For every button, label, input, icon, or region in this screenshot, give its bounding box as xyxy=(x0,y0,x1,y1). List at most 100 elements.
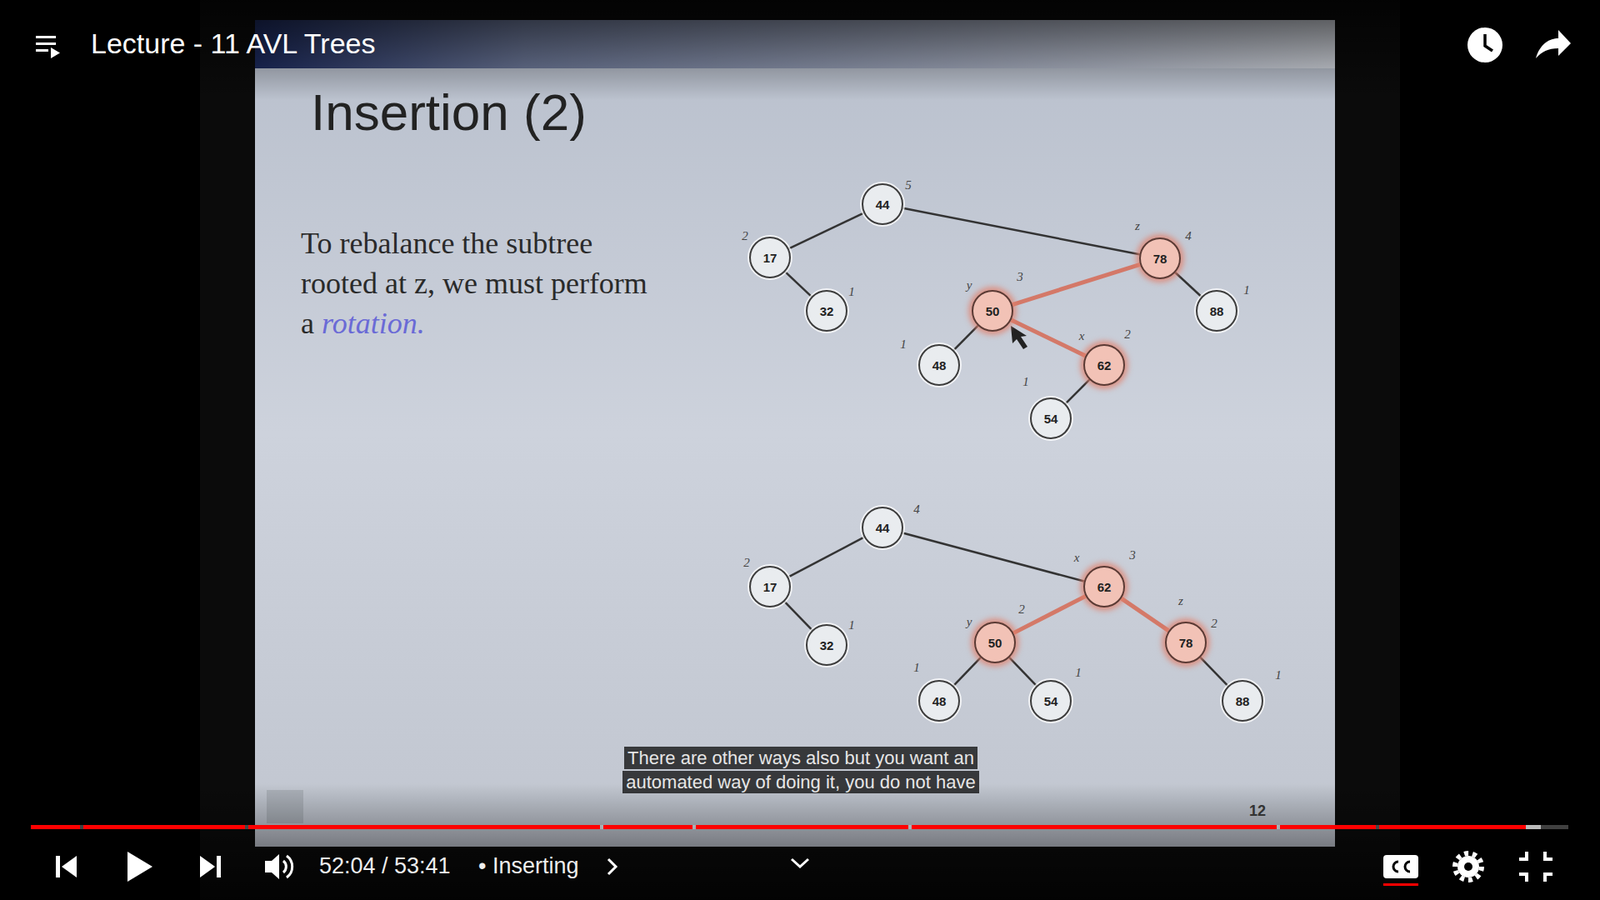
node-key: 17 xyxy=(763,250,778,265)
node-key: 62 xyxy=(1097,358,1112,373)
subtitle-text: There are other ways also but you want a… xyxy=(622,746,980,794)
bottom-shade xyxy=(0,783,1600,900)
clock-face xyxy=(1467,27,1503,63)
tree-edge xyxy=(953,657,980,686)
height-label: 1 xyxy=(1022,375,1030,390)
height-label: x xyxy=(1074,550,1080,565)
height-label: 1 xyxy=(900,337,907,352)
tree-node: 62 xyxy=(1083,344,1125,386)
height-label: 3 xyxy=(1129,548,1136,563)
node-key: 50 xyxy=(988,635,1003,650)
cc-glyph xyxy=(1405,861,1410,872)
tree-node: 62 xyxy=(1083,565,1125,608)
progress-segment xyxy=(911,825,1277,830)
volume-wave xyxy=(283,860,286,873)
rotation-edge xyxy=(1010,320,1085,356)
height-label: y xyxy=(966,278,973,293)
menu-play xyxy=(50,47,60,59)
node-key: 44 xyxy=(875,197,890,212)
player-controls xyxy=(55,851,1553,886)
height-label: 4 xyxy=(913,502,920,517)
height-label: 4 xyxy=(1185,229,1192,244)
node-key: 78 xyxy=(1153,251,1168,266)
subtitle-box: There are other ways also but you want a… xyxy=(584,745,1018,795)
tree-edge xyxy=(1009,657,1036,686)
prev-bar xyxy=(55,855,60,878)
tree-node: 32 xyxy=(805,624,848,666)
volume-icon xyxy=(265,854,280,880)
menu-line xyxy=(35,42,56,45)
height-label: 2 xyxy=(1210,616,1218,631)
corner xyxy=(1519,851,1527,860)
tree-node: 54 xyxy=(1030,680,1072,722)
expand-chevron xyxy=(791,859,809,867)
tree-node: 88 xyxy=(1195,290,1238,332)
height-label: 1 xyxy=(913,660,920,675)
tree-node: 17 xyxy=(749,236,791,279)
progress-segment xyxy=(248,825,600,830)
next-icon xyxy=(200,855,215,878)
volume-wave xyxy=(286,855,293,878)
tree-edge xyxy=(1065,380,1090,405)
tree-edge xyxy=(789,213,865,250)
height-label: 1 xyxy=(848,618,855,633)
height-label: y xyxy=(966,615,973,630)
height-label: z xyxy=(1135,219,1140,234)
node-key: 54 xyxy=(1044,411,1059,426)
corner xyxy=(1545,851,1553,860)
node-key: 17 xyxy=(763,580,778,595)
height-label: 2 xyxy=(743,555,750,570)
tree-node: 50 xyxy=(971,290,1014,332)
progress-played xyxy=(30,825,1526,830)
node-key: 62 xyxy=(1097,580,1112,595)
tree-node: 54 xyxy=(1030,397,1072,440)
progress-segment xyxy=(1280,825,1376,830)
gear-hole xyxy=(1464,862,1473,871)
progress-track xyxy=(30,825,1569,830)
node-key: 54 xyxy=(1044,694,1059,709)
chapter-name: • Inserting xyxy=(478,853,580,880)
clock-icon xyxy=(1467,27,1503,63)
progress-segment xyxy=(603,825,693,830)
progress-buffer xyxy=(1525,825,1541,830)
node-key: 48 xyxy=(932,694,947,709)
menu-line xyxy=(35,49,49,52)
height-label: 5 xyxy=(905,178,912,193)
progress-segment xyxy=(1379,825,1526,830)
tree-node: 44 xyxy=(861,183,904,225)
node-key: 44 xyxy=(875,520,890,535)
share-icon xyxy=(1535,30,1571,59)
height-label: 1 xyxy=(848,285,855,300)
height-label: 2 xyxy=(1124,327,1131,342)
clock-hands xyxy=(1485,34,1493,51)
tree-edge xyxy=(902,532,1085,581)
progress-segment xyxy=(695,825,909,830)
progress-segment xyxy=(30,825,80,830)
tree-node: 48 xyxy=(918,680,960,722)
menu-line xyxy=(35,35,56,39)
time-display: 52:04 / 53:41 xyxy=(319,853,451,880)
height-label: z xyxy=(1178,594,1184,609)
height-label: 3 xyxy=(1016,270,1024,285)
height-label: 2 xyxy=(1018,602,1025,617)
slide-text: To rebalance the subtree rooted at z, we… xyxy=(300,223,668,344)
node-key: 78 xyxy=(1179,635,1194,650)
tree-edge xyxy=(784,601,812,630)
cc-glyph xyxy=(1393,861,1399,872)
cc-icon xyxy=(1383,855,1419,879)
node-key: 32 xyxy=(820,304,835,319)
corner xyxy=(1519,874,1527,882)
tree-node: 50 xyxy=(974,621,1016,664)
tree-node: 78 xyxy=(1165,621,1207,664)
height-label: x xyxy=(1079,329,1085,344)
tree-node: 32 xyxy=(805,290,848,332)
rotation-edge xyxy=(1012,264,1140,305)
tree-edge xyxy=(954,325,979,350)
height-label: 1 xyxy=(1275,668,1282,683)
tree-edge xyxy=(1175,272,1201,297)
tree-node: 48 xyxy=(918,344,960,386)
node-key: 88 xyxy=(1235,694,1250,709)
tree-node: 17 xyxy=(749,565,791,608)
rotation-edge xyxy=(1013,595,1085,633)
